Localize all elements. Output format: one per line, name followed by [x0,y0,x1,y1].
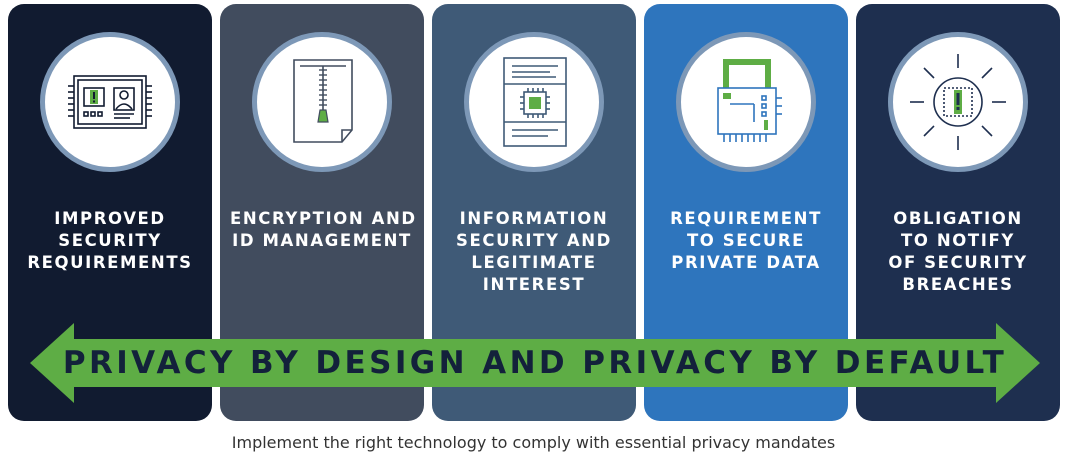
icon-circle [252,32,392,172]
column-label: REQUIREMENT TO SECURE PRIVATE DATA [670,209,822,272]
column-improved-security: IMPROVED SECURITY REQUIREMENTS [8,4,212,421]
icon-circle [464,32,604,172]
zipper-document-icon [293,59,353,143]
chip-document-icon [503,57,567,147]
padlock-chip-icon [717,59,782,142]
column-label: ENCRYPTION AND ID MANAGEMENT [230,209,417,250]
column-label: INFORMATION SECURITY AND LEGITIMATE INTE… [456,209,612,294]
caption: Implement the right technology to comply… [231,433,836,452]
icon-circle [40,32,180,172]
icon-circle [676,32,816,172]
column-label: OBLIGATION TO NOTIFY OF SECURITY BREACHE… [888,209,1028,294]
icon-circle [888,32,1028,172]
privacy-banner-arrow: PRIVACY BY DESIGN AND PRIVACY BY DEFAULT [30,323,1040,403]
banner-text: PRIVACY BY DESIGN AND PRIVACY BY DEFAULT [62,345,1008,381]
security-panel-icon [68,75,152,129]
alert-burst-icon [910,54,1006,150]
column-label: IMPROVED SECURITY REQUIREMENTS [27,209,193,272]
double-arrow-icon [30,323,1040,403]
